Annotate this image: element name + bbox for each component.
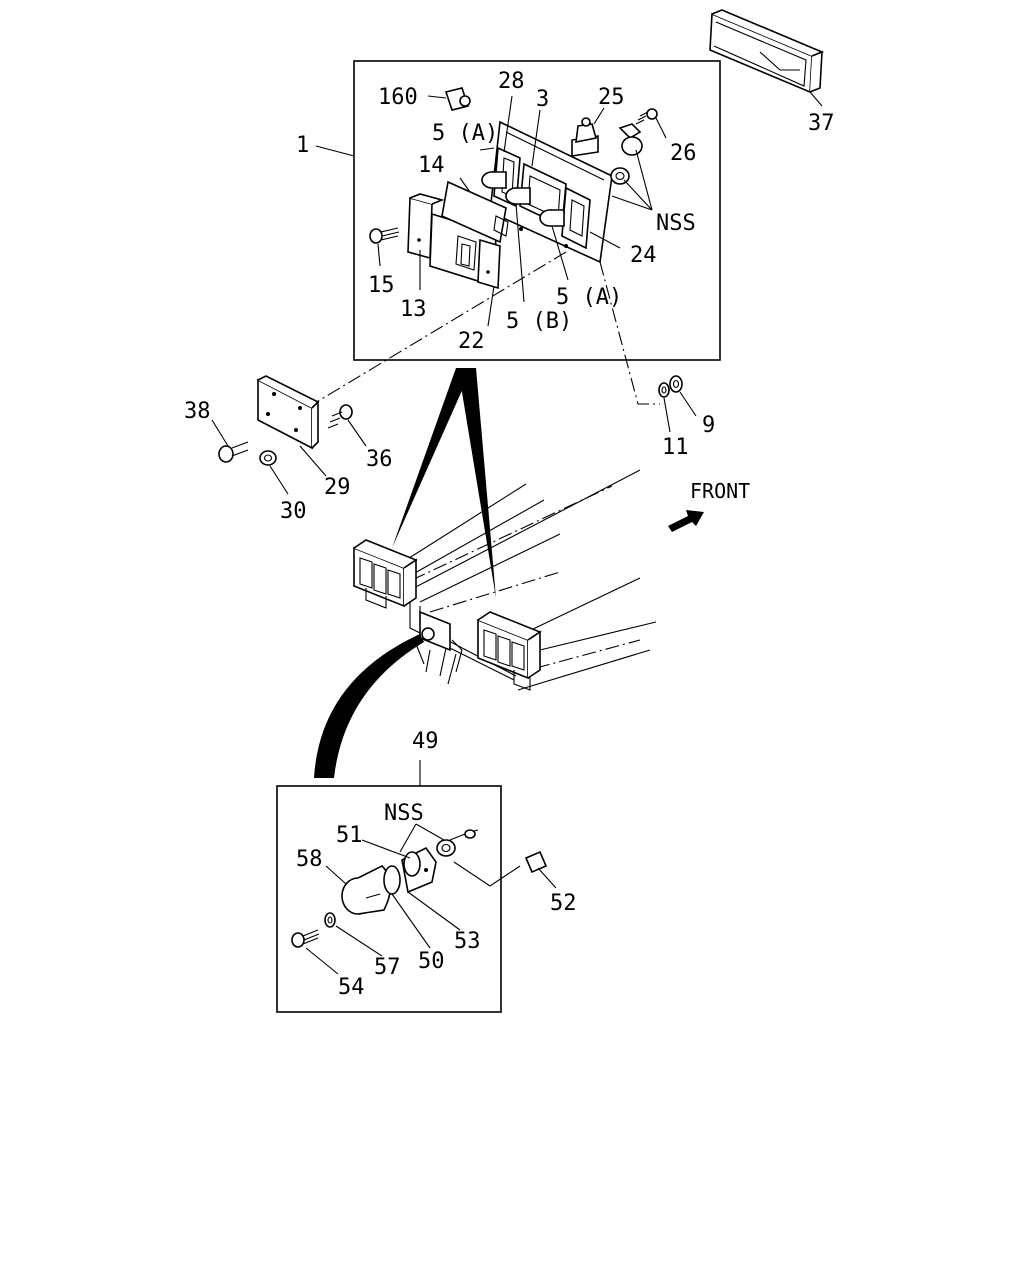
connector-52: [524, 850, 548, 874]
callout-nss-lower: NSS: [384, 801, 424, 826]
callout-15: 15: [368, 273, 395, 298]
callout-30: 30: [280, 499, 307, 524]
lamp-ring-50: [383, 865, 401, 895]
socket-nss: [436, 829, 479, 857]
lamp-lens-13: [407, 193, 445, 260]
callout-51: 51: [336, 823, 363, 848]
chassis-lamp-right: [477, 611, 542, 691]
bulb-5a-upper: [481, 171, 507, 189]
pointer-wedge-right: [458, 368, 496, 598]
callout-54: 54: [338, 975, 365, 1000]
mount-plate-29: [257, 375, 320, 450]
leader-lines-lower: [305, 823, 557, 975]
license-lamp-58: [341, 865, 392, 915]
nut-30: [259, 450, 277, 466]
chassis-license-lamp-bracket: [415, 610, 463, 685]
pointer-wedge-left: [392, 368, 472, 548]
callout-5a-upper: 5 (A): [432, 121, 498, 146]
license-lamp-detail-box: [276, 785, 502, 1013]
callout-25: 25: [598, 85, 625, 110]
callout-26: 26: [670, 141, 697, 166]
callout-11: 11: [662, 435, 689, 460]
assembly-line-nut: [599, 261, 660, 405]
clip-160: [444, 87, 471, 111]
washer-11: [658, 382, 670, 398]
front-arrow-icon: [668, 510, 704, 532]
callout-22: 22: [458, 329, 485, 354]
callout-57: 57: [374, 955, 401, 980]
chassis-lamp-left: [353, 539, 418, 609]
nut-9: [669, 375, 683, 393]
callout-nss-upper: NSS: [656, 211, 696, 236]
callout-3: 3: [536, 87, 549, 112]
screw-26: [635, 108, 658, 125]
callout-9: 9: [702, 413, 715, 438]
callout-29: 29: [324, 475, 351, 500]
callout-52: 52: [550, 891, 577, 916]
callout-14: 14: [418, 153, 445, 178]
callout-53: 53: [454, 929, 481, 954]
bulb-5a-lower: [539, 209, 565, 227]
callout-5b: 5 (B): [506, 309, 572, 334]
reflector-14: [441, 180, 509, 244]
bolt-38: [218, 441, 249, 463]
callout-13: 13: [400, 297, 427, 322]
bulb-5b: [505, 187, 531, 205]
callout-28: 28: [498, 69, 525, 94]
callout-160: 160: [378, 85, 418, 110]
leader-lines-upper: [315, 95, 667, 327]
callout-38: 38: [184, 399, 211, 424]
callout-50: 50: [418, 949, 445, 974]
front-label: FRONT: [690, 479, 750, 503]
callout-36: 36: [366, 447, 393, 472]
callout-49: 49: [412, 729, 439, 754]
rear-lamp-detail-box: [353, 60, 721, 361]
callout-37: 37: [808, 111, 835, 136]
screw-15: [369, 227, 400, 244]
callout-1: 1: [296, 133, 309, 158]
leader-lines-middle: [211, 391, 697, 495]
callout-5a-lower: 5 (A): [556, 285, 622, 310]
lamp-body-53: [401, 846, 437, 894]
bolt-36: [327, 404, 353, 429]
screw-54: [291, 929, 320, 948]
washer-57: [324, 912, 336, 928]
assembly-line-plate: [299, 251, 567, 413]
callout-24: 24: [630, 243, 657, 268]
callout-58: 58: [296, 847, 323, 872]
lamp-guard-37: [709, 9, 825, 107]
pointer-wedge-lower: [314, 634, 424, 778]
socket-25: [571, 117, 599, 157]
